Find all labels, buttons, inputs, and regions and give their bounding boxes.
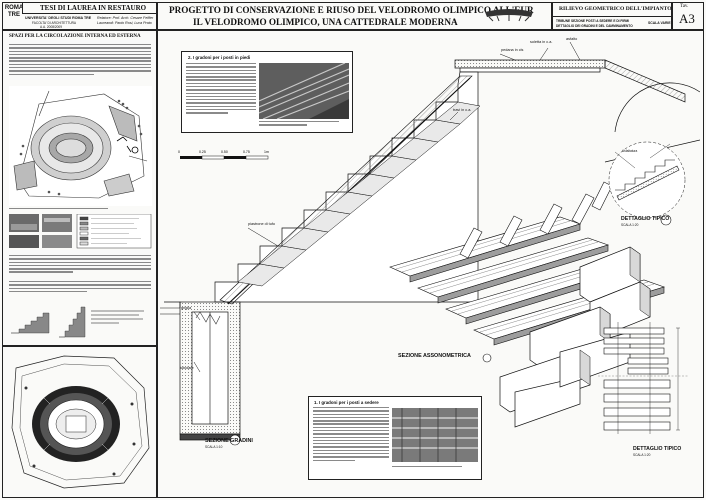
section-sketches xyxy=(11,306,144,338)
photo-seated-steps xyxy=(392,408,478,462)
photos-and-legend xyxy=(9,214,152,249)
tesi-box xyxy=(22,2,157,14)
box-standing-title: 2. I gradoni per i posti in piedi xyxy=(188,55,251,60)
label-griglia: griglia xyxy=(181,306,192,310)
title-box xyxy=(157,2,552,30)
tav-number: A3 xyxy=(679,11,695,26)
label-pedana: pedana in cls xyxy=(501,48,524,52)
academic-year: A.A. 2008/2009 xyxy=(40,25,62,29)
detail-circle-drawing xyxy=(608,141,686,226)
project-title-line2: IL VELODROMO OLIMPICO, UNA CATTEDRALE MO… xyxy=(193,17,458,27)
university-name: UNIVERSITA' DEGLI STUDI ROMA TRE xyxy=(25,16,92,20)
laureandi: Laureandi: Paolo Rosi, Luca Prato xyxy=(97,21,152,25)
header-left-box xyxy=(2,2,157,30)
label-piastrone: piastrone di tufo xyxy=(248,222,276,226)
velodrome-emblem-icon xyxy=(485,9,533,22)
label-soletta: soletta in c.a. xyxy=(530,40,553,44)
scale-tick-1: 0.25 xyxy=(199,150,206,154)
photo-seated-caption xyxy=(392,466,462,472)
left-section-title: SPAZI PER LA CIRCOLAZIONE INTERNA ED EST… xyxy=(9,34,141,39)
left-body-text-2 xyxy=(9,281,151,299)
left-body-text xyxy=(9,255,151,277)
scale-tick-3: 0.75 xyxy=(243,150,250,154)
photo-standing-caption xyxy=(259,121,339,129)
left-intro-text xyxy=(9,44,151,84)
label-travi: travi in c.a. xyxy=(453,108,472,112)
roma-tre-logo: ROMA TRE xyxy=(4,5,24,18)
detail-label: Asfaltatura xyxy=(622,149,638,153)
scale-tick-2: 0.50 xyxy=(221,150,228,154)
scale-tick-0: 0 xyxy=(178,150,180,154)
faculty-name: FACOLTA' DI ARCHITETTURA xyxy=(32,21,77,25)
detail-1-scale: SCALA 1:20 xyxy=(621,223,639,227)
scale-tick-4: 1m xyxy=(264,150,269,154)
site-plan-drawing xyxy=(11,355,150,489)
project-title-line1: PROGETTO DI CONSERVAZIONE E RIUSO DEL VE… xyxy=(169,5,534,15)
tesi-title: TESI DI LAUREA IN RESTAURO xyxy=(40,4,147,12)
label-asfalto: asfalto xyxy=(566,37,578,41)
sheet-subtitle-1: TRIBUNE SEZIONE POSTI A SEDERE E DI FIRM… xyxy=(556,19,630,23)
label-tubolare: tubolare xyxy=(180,366,194,370)
relatore: Relatore: Prof. Arch. Cesare Feiffer xyxy=(97,16,154,20)
section-gradini-scale: SCALA 1:10 xyxy=(205,445,223,449)
left-panel xyxy=(2,30,157,346)
detail-2-scale: SCALA 1:20 xyxy=(633,453,651,457)
box-seated-title: 1. I gradoni per i posti a sedere xyxy=(314,400,379,405)
sheet-title: RILIEVO GEOMETRICO DELL'IMPIANTO xyxy=(559,6,672,12)
main-drawing-area xyxy=(157,30,704,498)
tav-box xyxy=(672,2,704,30)
sheet-title-divider xyxy=(552,16,672,17)
detail-2-title: DETTAGLIO TIPICO xyxy=(633,446,682,452)
detail-seat-drawing xyxy=(598,322,688,434)
scale-note: SCALA VARIE xyxy=(648,21,671,25)
aerial-view-drawing xyxy=(9,86,152,206)
detail-1-title: DETTAGLIO TIPICO xyxy=(621,216,670,222)
section-asso-title: SEZIONE ASSONOMETRICA xyxy=(398,353,471,359)
box-seated-text xyxy=(313,407,389,473)
sheet-subtitle-2: DETTAGLIO DEI GRADINI E DEL CAMMINAMENTO xyxy=(556,24,633,28)
aerial-caption xyxy=(9,208,151,212)
box-standing-text xyxy=(186,63,256,127)
tav-label: Tav. xyxy=(680,4,689,9)
staircase-section-drawing xyxy=(160,41,700,446)
section-gradini-title: SEZIONE GRADINI xyxy=(205,438,253,444)
photo-standing-steps xyxy=(259,63,349,119)
graphic-scale: 0 0.25 0.50 0.75 1m xyxy=(178,150,269,160)
site-plan-box xyxy=(2,346,157,498)
